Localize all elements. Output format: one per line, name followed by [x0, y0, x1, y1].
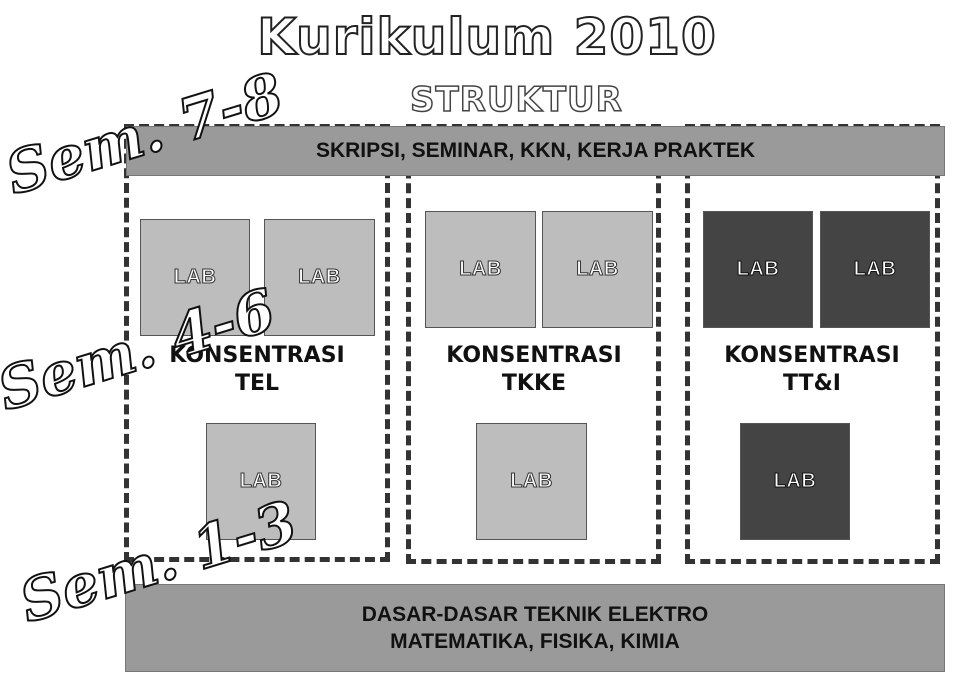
lab-box: LAB	[820, 211, 930, 328]
lab-box: LAB	[703, 211, 813, 328]
lab-box: LAB	[542, 211, 653, 328]
diagram-title: Kurikulum 2010	[256, 7, 717, 67]
top-bar: SKRIPSI, SEMINAR, KKN, KERJA PRAKTEK	[126, 126, 945, 176]
lab-box: LAB	[264, 219, 375, 336]
top-bar-label: SKRIPSI, SEMINAR, KKN, KERJA PRAKTEK	[315, 139, 756, 162]
lab-box: LAB	[476, 423, 587, 540]
concentration-tkke-label: KONSENTRASI TKKE	[446, 343, 622, 396]
bottom-bar-line1: DASAR-DASAR TEKNIK ELEKTRO	[361, 603, 709, 626]
lab-box: LAB	[140, 219, 250, 336]
diagram-subtitle: STRUKTUR	[409, 79, 623, 121]
concentration-tel-label: KONSENTRASI TEL	[169, 343, 345, 396]
bottom-bar: DASAR-DASAR TEKNIK ELEKTRO MATEMATIKA, F…	[125, 584, 945, 672]
lab-box: LAB	[740, 423, 850, 540]
lab-box: LAB	[425, 211, 536, 328]
concentration-tti-label: KONSENTRASI TT&I	[724, 343, 900, 396]
bottom-bar-line2: MATEMATIKA, FISIKA, KIMIA	[390, 630, 680, 653]
lab-box: LAB	[206, 423, 316, 540]
